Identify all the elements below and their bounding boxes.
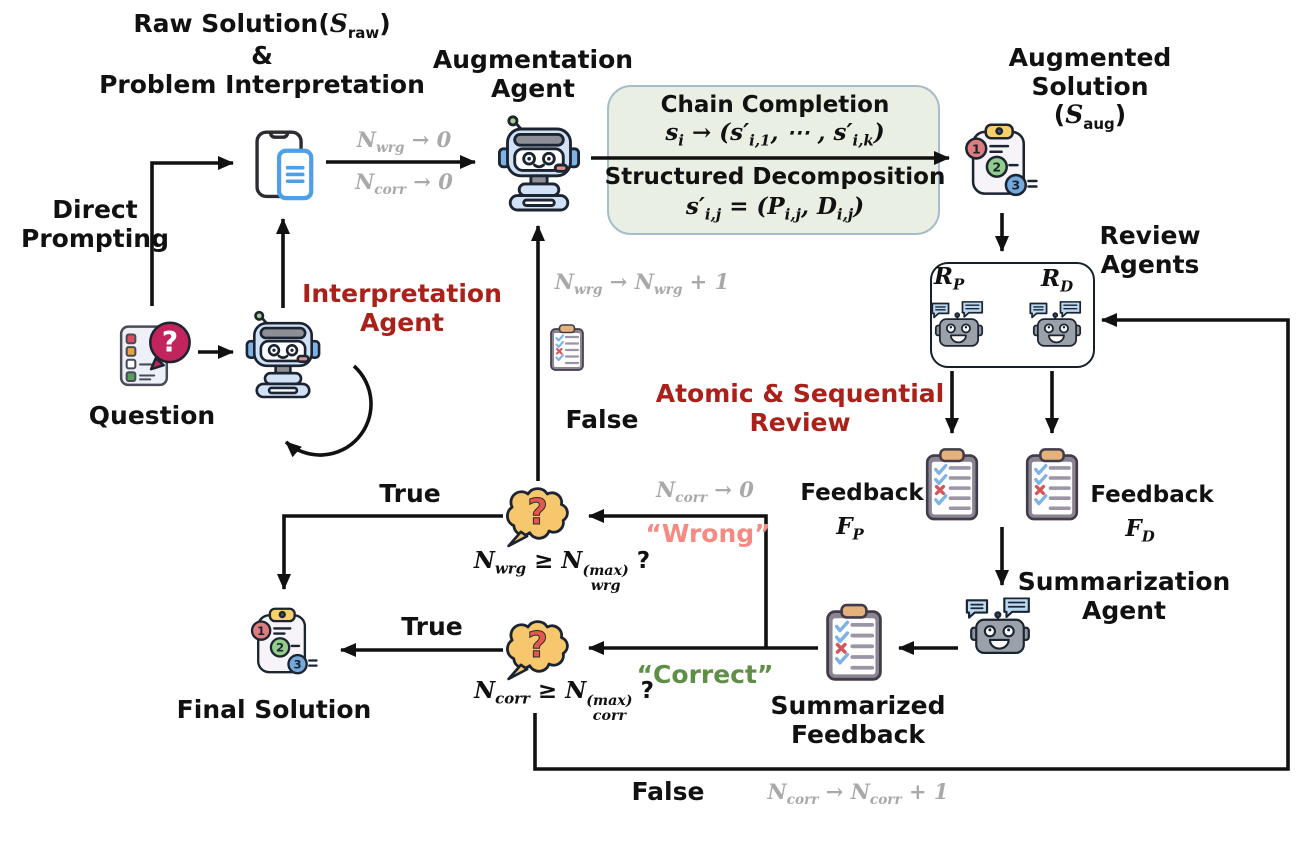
arrow-wrong-true-to-final	[277, 514, 503, 590]
summarized-feedback-icon	[821, 602, 887, 684]
augmentation-process-box	[607, 85, 940, 235]
correct-check-icon	[498, 613, 572, 685]
feedback-p-symbol: FP	[836, 513, 864, 544]
final-solution-icon	[248, 600, 318, 686]
true-correct-label: True	[401, 612, 463, 641]
chain-completion-title: Chain Completion	[660, 92, 890, 118]
n-corr-reset-label: Ncorr → 0	[656, 477, 754, 507]
final-solution-label: Final Solution	[176, 695, 372, 724]
true-wrong-label: True	[379, 479, 441, 508]
reviewer-p-label: RP	[933, 263, 965, 294]
wrong-check-label: Nwrg ≥ N(max)wrg ?	[473, 547, 651, 595]
n-wrg-init-label: Nwrg → 0	[356, 127, 452, 157]
wrong-feedback-mini-icon	[544, 324, 590, 372]
reviewer-d-icon	[1028, 294, 1086, 364]
structured-decomposition-title: Structured Decomposition	[604, 164, 946, 190]
review-agents-title: Review Agents	[1099, 221, 1201, 279]
raw-solution-title: Raw Solution(Sraw)&Problem Interpretatio…	[99, 9, 425, 99]
wrong-edge-label: “Wrong”	[645, 519, 771, 548]
n-corr-increment-label: Ncorr → Ncorr + 1	[767, 779, 949, 809]
reviewer-d-label: RD	[1040, 265, 1074, 296]
question-icon	[118, 316, 192, 394]
direct-prompting-label: Direct Prompting	[21, 195, 169, 253]
wrong-check-icon	[498, 482, 572, 550]
augmented-solution-title: Augmented Solution(Saug)	[1008, 43, 1172, 133]
augmentation-agent-title: Augmentation Agent	[432, 45, 634, 103]
question-label: Question	[88, 401, 216, 430]
summarization-agent-title: Summarization Agent	[1017, 567, 1231, 625]
feedback-d-icon	[1021, 446, 1083, 524]
correct-edge-label: “Correct”	[636, 660, 774, 689]
feedback-d-title: Feedback	[1090, 482, 1214, 508]
n-corr-init-label: Ncorr → 0	[355, 169, 453, 199]
reviewer-p-icon	[930, 294, 988, 364]
feedback-d-symbol: FD	[1125, 515, 1155, 546]
chain-completion-formula: si → (s′i,1, ⋯ , s′i,k)	[665, 119, 885, 150]
phone-solution-icon	[252, 126, 318, 206]
feedback-p-title: Feedback	[800, 480, 924, 506]
false-wrong-label: False	[565, 405, 639, 434]
augmentation-agent-icon	[494, 114, 584, 216]
structured-decomposition-formula: s′i,j = (Pi,j, Di,j)	[685, 193, 865, 224]
summarized-feedback-label: Summarized Feedback	[770, 691, 946, 749]
atomic-review-title: Atomic & Sequential Review	[655, 379, 945, 437]
false-correct-label: False	[631, 777, 705, 806]
feedback-p-icon	[921, 446, 983, 524]
n-wrg-increment-label: Nwrg → Nwrg + 1	[554, 269, 730, 299]
correct-check-label: Ncorr ≥ N(max)corr ?	[474, 677, 654, 725]
interpretation-agent-title: Interpretation Agent	[302, 279, 502, 337]
